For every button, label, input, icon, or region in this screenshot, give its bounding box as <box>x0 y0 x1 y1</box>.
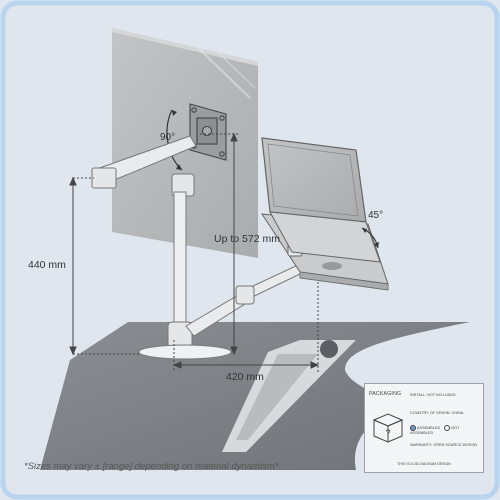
vesa-mount <box>189 103 227 161</box>
laptop-keyboard <box>269 211 381 263</box>
svg-text:?: ? <box>385 428 390 438</box>
grommet-hole <box>320 340 338 358</box>
depth-dim-line <box>172 282 320 372</box>
depth-dim-label: 420 mm <box>226 371 264 383</box>
packaging-title: PACKAGING <box>369 391 402 397</box>
packaging-footer: THIS IS A 2D DIAGRAM DESIGN <box>397 462 451 466</box>
laptop-screen <box>261 137 367 223</box>
packaging-origin: COUNTRY OF ORIGIN: CHINA <box>410 411 464 415</box>
packaging-warranty: WARRANTY: OPEN SOURCE DESIGN <box>410 443 478 447</box>
pole <box>173 191 187 335</box>
height-dim-label: 440 mm <box>28 259 66 271</box>
packaging-card: PACKAGING ? INSTALL: NOT INCLUDED COUNTR… <box>364 383 484 473</box>
packaging-install: INSTALL: NOT INCLUDED <box>410 393 456 397</box>
assembled-label: ASSEMBLED <box>417 426 441 430</box>
size-disclaimer: *Sizes may vary ± [range] depending on m… <box>24 461 279 472</box>
not-assembled-label: NOT ASSEMBLED <box>410 426 460 435</box>
height-dim-line <box>69 176 140 356</box>
desk-slot-inner <box>236 354 318 440</box>
box-icon: ? <box>372 413 404 443</box>
reach-dim-label: Up to 572 mm <box>214 233 280 245</box>
tilt-angle-label: 45° <box>368 210 384 221</box>
reach-dim-line <box>200 132 240 356</box>
packaging-options: ASSEMBLED NOT ASSEMBLED <box>410 425 483 435</box>
rotation-angle-label: 90° <box>160 132 176 143</box>
not-assembled-radio[interactable] <box>444 425 451 431</box>
